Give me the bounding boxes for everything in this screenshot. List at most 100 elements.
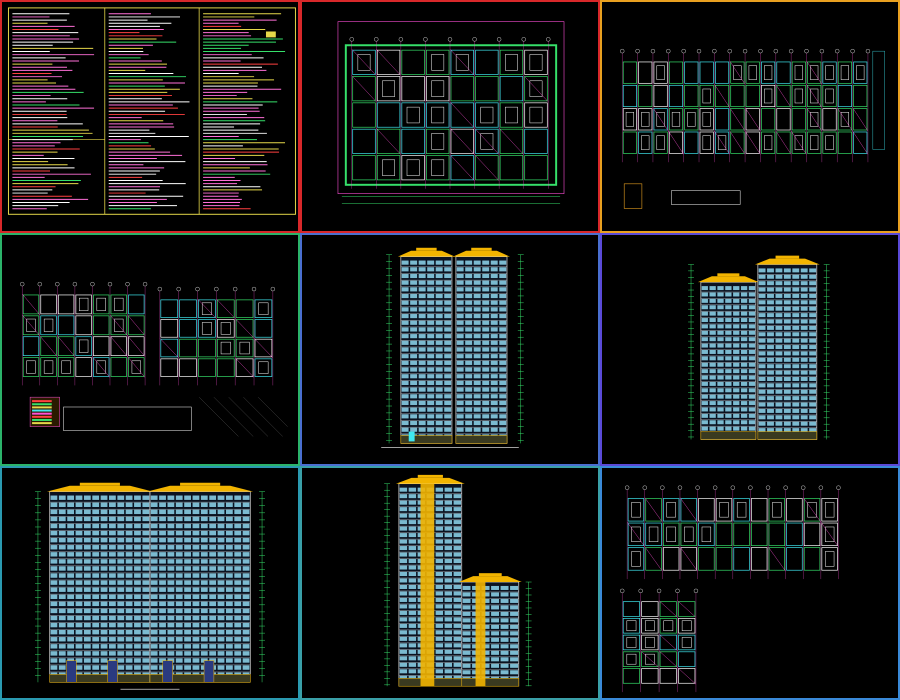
window — [150, 566, 158, 571]
window — [435, 427, 443, 432]
window — [83, 495, 91, 500]
window — [444, 584, 453, 589]
window — [234, 573, 242, 578]
window — [767, 293, 774, 298]
window — [481, 657, 490, 662]
window — [758, 389, 766, 394]
window — [740, 375, 748, 380]
axis-bubble — [635, 48, 640, 54]
axis-bubble — [836, 485, 841, 490]
window — [58, 629, 66, 635]
window — [184, 545, 191, 550]
window — [159, 608, 166, 614]
room-outline — [645, 547, 662, 571]
window — [453, 610, 462, 615]
window — [217, 573, 225, 578]
window — [465, 347, 473, 352]
window — [142, 644, 150, 649]
furniture-outline — [626, 637, 637, 648]
window — [427, 300, 435, 305]
window — [444, 387, 452, 392]
room-outline — [680, 522, 697, 546]
window — [117, 651, 125, 656]
window — [399, 591, 408, 596]
window — [134, 594, 141, 599]
drawing-sheet-plan-with-legend — [0, 233, 300, 466]
axis-bubble — [819, 48, 825, 54]
axis-bubble — [835, 48, 840, 54]
window — [427, 267, 435, 272]
room-outline — [807, 61, 822, 84]
window — [809, 357, 817, 362]
window — [125, 552, 133, 557]
window — [125, 523, 133, 529]
window — [200, 530, 208, 536]
drawing-sheet-elevation-stepped — [600, 233, 900, 466]
window — [500, 650, 509, 655]
window — [499, 367, 507, 372]
roof-cap — [717, 273, 740, 277]
room-outline — [450, 128, 474, 154]
window — [167, 601, 175, 607]
window — [767, 428, 774, 433]
dimension-line — [714, 130, 730, 155]
window — [473, 340, 481, 345]
window — [465, 287, 473, 292]
window — [473, 314, 481, 319]
window — [725, 401, 732, 406]
window — [117, 537, 125, 543]
window — [192, 580, 200, 585]
room-outline — [622, 84, 637, 108]
room-outline — [179, 299, 197, 318]
window — [58, 622, 66, 628]
window — [510, 624, 519, 629]
window — [499, 300, 507, 305]
room-outline — [110, 336, 127, 356]
window — [490, 427, 498, 432]
window — [500, 618, 509, 623]
window — [100, 537, 108, 543]
window — [701, 330, 708, 335]
window — [800, 402, 808, 407]
entrance-door — [203, 660, 215, 683]
room-outline — [776, 108, 791, 131]
window — [435, 565, 444, 570]
window — [150, 502, 158, 507]
window — [192, 495, 200, 500]
window — [75, 587, 83, 592]
window — [473, 400, 481, 406]
window — [435, 571, 444, 577]
window — [125, 495, 133, 500]
window — [418, 273, 426, 279]
window — [444, 407, 452, 412]
furniture-outline — [79, 297, 89, 311]
dimension-line — [235, 357, 255, 378]
window — [92, 566, 100, 571]
window — [490, 400, 498, 406]
window — [150, 644, 158, 649]
window — [758, 319, 766, 324]
room-outline — [807, 108, 822, 131]
window — [740, 369, 748, 374]
notes-text-lines — [12, 13, 286, 210]
room-outline — [668, 131, 684, 154]
window — [410, 300, 418, 305]
window — [435, 597, 444, 602]
window — [444, 604, 453, 609]
room-outline — [768, 522, 785, 546]
window — [499, 293, 507, 299]
furniture-outline — [840, 112, 849, 127]
window — [58, 516, 66, 522]
window — [75, 530, 83, 536]
dimension-line — [197, 298, 217, 319]
window — [109, 495, 116, 500]
window — [758, 408, 766, 413]
window — [481, 644, 490, 649]
window — [444, 354, 452, 359]
window — [701, 337, 708, 342]
room-outline — [853, 108, 868, 131]
window — [427, 400, 435, 406]
room-outline — [216, 319, 235, 338]
room-outline — [641, 618, 659, 634]
window — [100, 573, 108, 578]
